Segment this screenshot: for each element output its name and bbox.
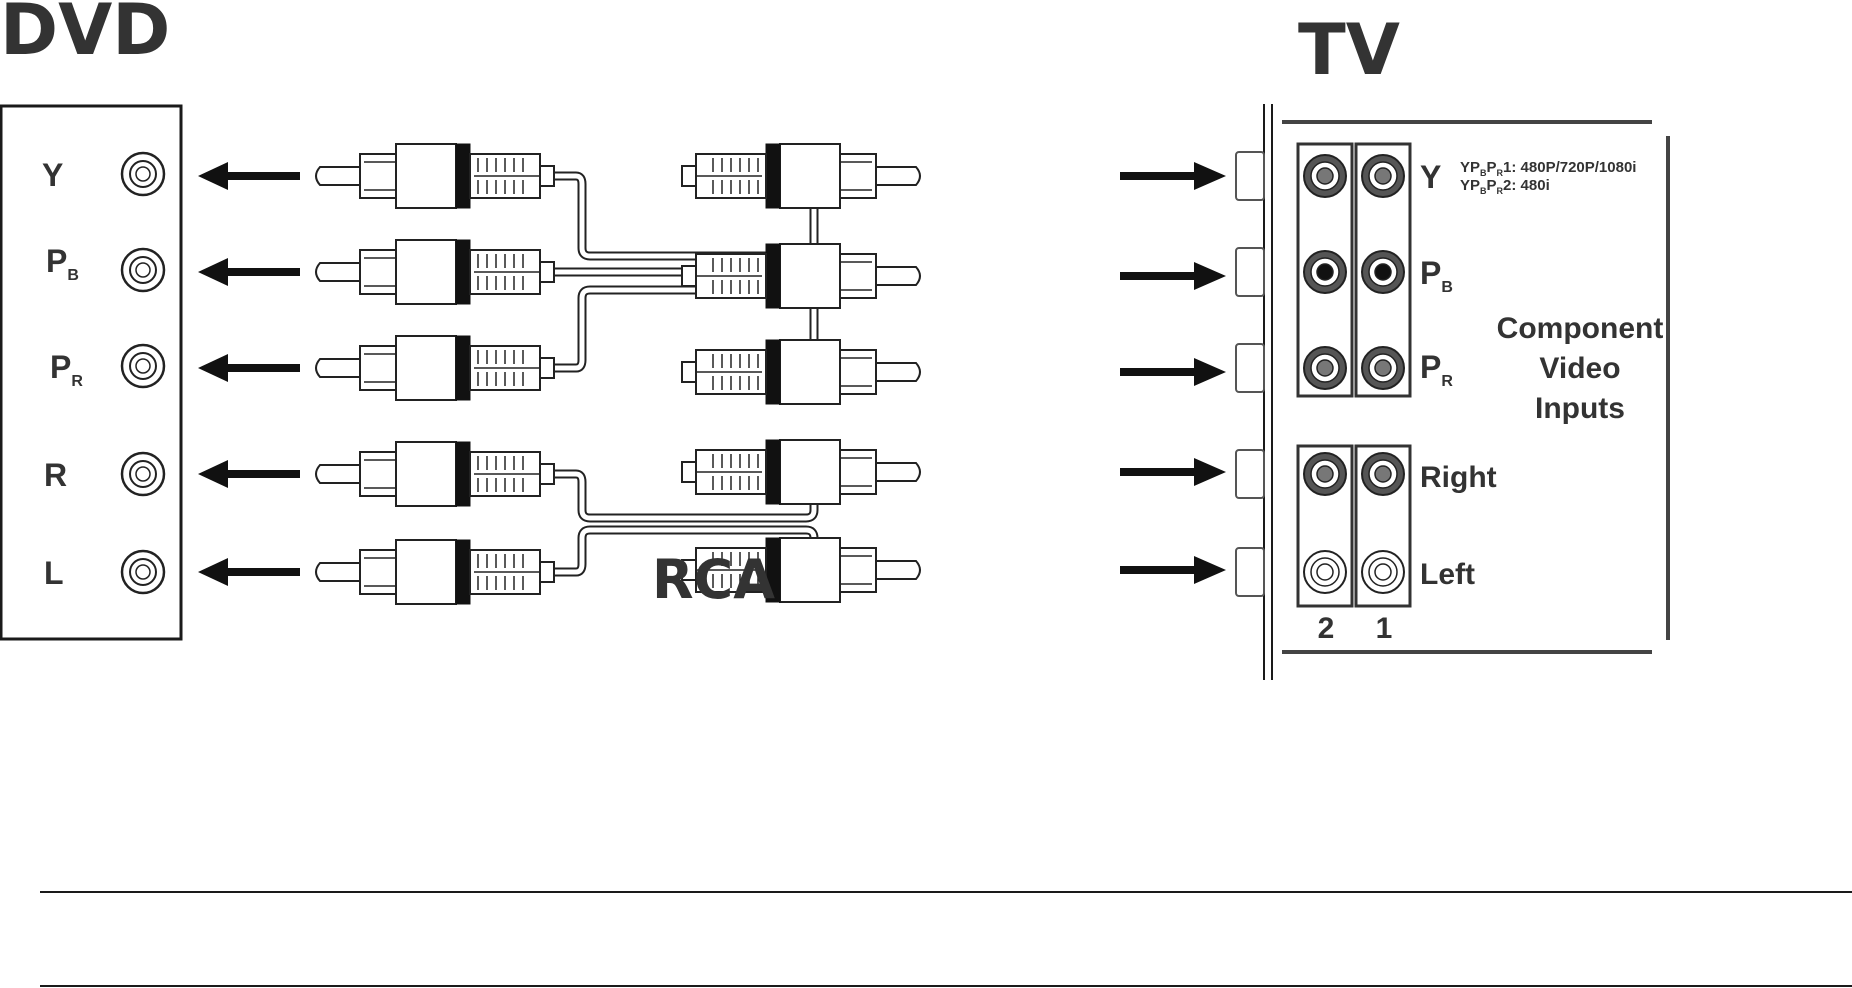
- tv-jack-1-0: [1303, 250, 1347, 294]
- tv-label-pb: PB: [1420, 255, 1453, 296]
- tv-label-left: Left: [1420, 558, 1475, 591]
- component-label-line2: Video: [1539, 352, 1620, 385]
- tv-title: TV: [1298, 9, 1400, 91]
- right-plug-0: [681, 143, 921, 209]
- tv-port-3: [1235, 449, 1265, 499]
- left-plug-2: [315, 335, 555, 401]
- column-number-1: 1: [1376, 612, 1393, 645]
- left-arrow-1-head: [198, 258, 228, 286]
- dvd-title: DVD: [0, 0, 170, 71]
- right-plug-1: [681, 243, 921, 309]
- rca-plugs: [198, 143, 1226, 605]
- tv-jack-0-0: [1303, 154, 1347, 198]
- tv-jack-2-0: [1303, 346, 1347, 390]
- tv-port-2: [1235, 343, 1265, 393]
- tv-port-4: [1235, 547, 1265, 597]
- tv-jack-3-1: [1361, 452, 1405, 496]
- right-arrow-3-head: [1194, 458, 1226, 486]
- component-label-line1: Component: [1497, 312, 1664, 345]
- dvd-label-l: L: [44, 555, 64, 591]
- left-arrow-4-head: [198, 558, 228, 586]
- tv-port-1: [1235, 247, 1265, 297]
- tv-jack-4-0: [1303, 550, 1347, 594]
- left-arrow-2-head: [198, 354, 228, 382]
- tv-label-pr: PR: [1420, 349, 1453, 390]
- tv-label-right: Right: [1420, 461, 1497, 494]
- ypp1-note: YPBPR1: 480P/720P/1080i: [1460, 159, 1636, 178]
- left-arrow-3-head: [198, 460, 228, 488]
- right-plug-2: [681, 339, 921, 405]
- right-plug-4: [681, 537, 921, 603]
- tv-jack-4-1: [1361, 550, 1405, 594]
- tv-label-y: Y: [1420, 159, 1441, 195]
- dvd-label-y: Y: [42, 157, 63, 193]
- dvd-jack-1: [120, 247, 166, 293]
- dvd-label-r: R: [44, 457, 67, 493]
- right-arrow-2-head: [1194, 358, 1226, 386]
- component-label-line3: Inputs: [1535, 392, 1625, 425]
- dvd-label-pr: PR: [50, 349, 83, 390]
- tv-jack-2-1: [1361, 346, 1405, 390]
- right-plug-3: [681, 439, 921, 505]
- dvd-jack-group: [120, 151, 166, 595]
- left-arrow-0-head: [198, 162, 228, 190]
- dvd-jack-4: [120, 549, 166, 595]
- dvd-jack-2: [120, 343, 166, 389]
- dvd-panel: [0, 104, 183, 641]
- right-arrow-4-head: [1194, 556, 1226, 584]
- ypp2-note: YPBPR2: 480i: [1460, 177, 1550, 196]
- tv-jack-0-1: [1361, 154, 1405, 198]
- dvd-jack-3: [120, 451, 166, 497]
- tv-panel: [1235, 104, 1670, 680]
- left-plug-1: [315, 239, 555, 305]
- right-arrow-0-head: [1194, 162, 1226, 190]
- left-plug-0: [315, 143, 555, 209]
- left-plug-3: [315, 441, 555, 507]
- left-plug-4: [315, 539, 555, 605]
- right-arrow-1-head: [1194, 262, 1226, 290]
- tv-jack-1-1: [1361, 250, 1405, 294]
- rca-label: RCA: [652, 548, 775, 611]
- column-number-2: 2: [1318, 612, 1335, 645]
- dvd-label-pb: PB: [46, 243, 79, 284]
- dvd-jack-0: [120, 151, 166, 197]
- tv-jack-3-0: [1303, 452, 1347, 496]
- tv-port-0: [1235, 151, 1265, 201]
